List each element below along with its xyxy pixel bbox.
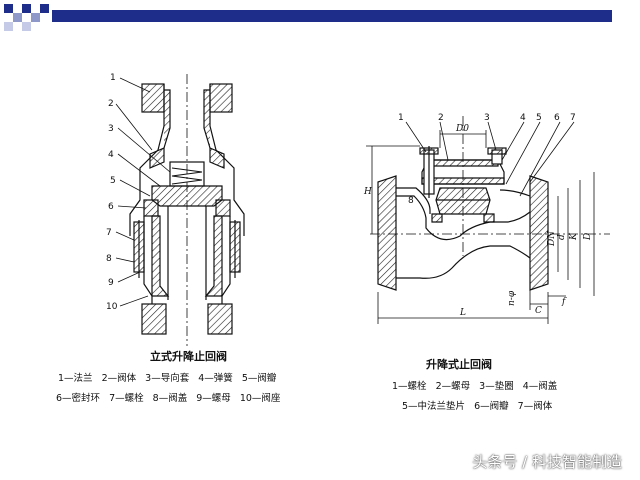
- left-diagram-title: 立式升降止回阀: [150, 350, 227, 363]
- dim-D0: D0: [455, 124, 469, 134]
- left-callout-8: 8: [106, 254, 112, 264]
- right-diagram-title: 升降式止回阀: [426, 358, 492, 371]
- legend-item: 2—螺母: [435, 381, 471, 392]
- left-callout-10: 10: [106, 302, 118, 312]
- legend-item: 8—阀盖: [152, 393, 188, 404]
- dimension-labels: D0 H DN d K D n-φ C f L: [363, 124, 593, 318]
- legend-item: 4—阀盖: [522, 381, 558, 392]
- right-callout-8: 8: [408, 196, 414, 206]
- legend-item: 7—螺栓: [109, 393, 144, 404]
- legend-item: 7—阀体: [517, 401, 553, 412]
- left-legend-row-1: 1—法兰 2—阀体 3—导向套 4—弹簧 5—阀瓣: [58, 370, 282, 384]
- legend-item: 1—法兰: [58, 373, 93, 384]
- left-callout-4: 4: [108, 150, 114, 160]
- dim-C: C: [535, 306, 542, 316]
- left-callout-2: 2: [108, 99, 114, 109]
- left-legend-row-2: 6—密封环 7—螺栓 8—阀盖 9—螺母 10—阀座: [56, 390, 286, 404]
- left-callout-1: 1: [110, 73, 116, 83]
- lift-check-valve-drawing: [370, 116, 610, 291]
- legend-item: 4—弹簧: [198, 373, 233, 384]
- legend-item: 3—导向套: [145, 373, 190, 384]
- right-legend-row-2: 5—中法兰垫片 6—阀瓣 7—阀体: [402, 398, 558, 412]
- left-callout-9: 9: [108, 278, 114, 288]
- left-callout-7: 7: [106, 228, 112, 238]
- dim-K: K: [569, 232, 579, 241]
- right-callout-2: 2: [438, 113, 444, 123]
- right-callout-6: 6: [554, 113, 560, 123]
- dim-d: d: [557, 234, 567, 240]
- left-callout-6: 6: [108, 202, 114, 212]
- dim-H: H: [363, 187, 372, 197]
- dim-L: L: [459, 308, 466, 318]
- slide-title-bar: [52, 10, 612, 22]
- right-callout-labels: 1 2 3 4 5 6 7 8: [398, 113, 576, 206]
- legend-item: 2—阀体: [101, 373, 137, 384]
- left-callout-5: 5: [110, 176, 116, 186]
- legend-item: 6—阀瓣: [474, 401, 509, 412]
- legend-item: 6—密封环: [56, 393, 101, 404]
- legend-item: 1—螺栓: [392, 381, 427, 392]
- legend-item: 5—中法兰垫片: [402, 401, 466, 412]
- legend-item: 3—垫圈: [479, 381, 514, 392]
- right-callout-4: 4: [520, 113, 526, 123]
- dim-f: f: [561, 297, 567, 307]
- dim-D: D: [583, 233, 593, 241]
- left-callout-labels: 1 2 3 4 5 6 7 8 9 10: [106, 73, 118, 312]
- legend-item: 5—阀瓣: [241, 373, 277, 384]
- vertical-lift-check-valve-drawing: [115, 74, 245, 346]
- right-callout-3: 3: [484, 113, 490, 123]
- right-callout-5: 5: [536, 113, 542, 123]
- lift-check-valve-dimensions: [366, 130, 595, 324]
- dim-DN: DN: [547, 230, 557, 247]
- watermark: 头条号 / 科技智能制造: [472, 453, 622, 471]
- right-legend-row-1: 1—螺栓 2—螺母 3—垫圈 4—阀盖: [392, 378, 563, 392]
- slide-corner-checker: [4, 4, 49, 31]
- legend-item: 9—螺母: [196, 393, 231, 404]
- left-callout-3: 3: [108, 124, 114, 134]
- legend-item: 10—阀座: [239, 393, 281, 404]
- right-callout-1: 1: [398, 113, 404, 123]
- right-callout-7: 7: [570, 113, 576, 123]
- dim-n-phi: n-φ: [507, 290, 517, 306]
